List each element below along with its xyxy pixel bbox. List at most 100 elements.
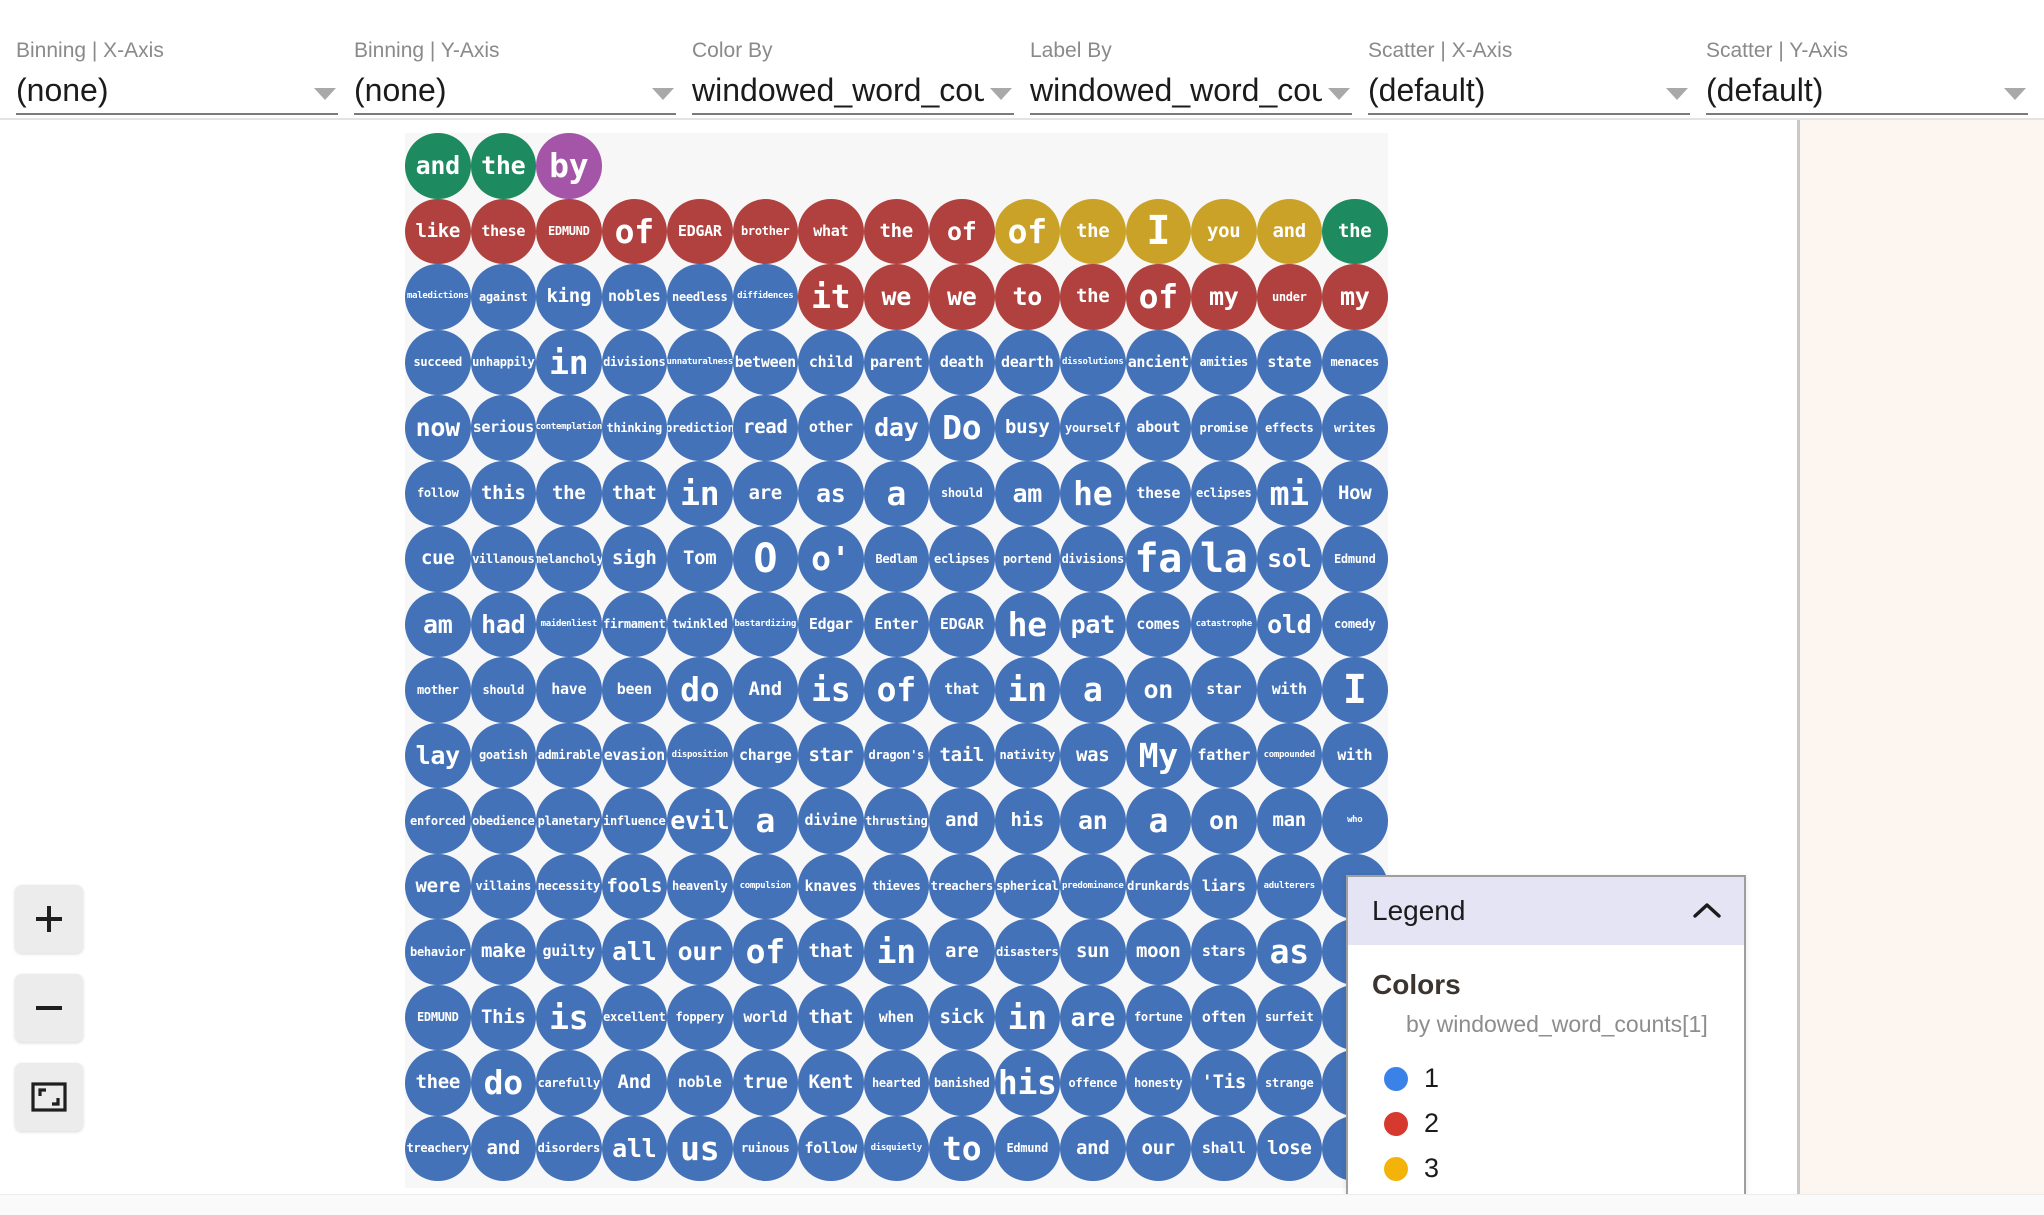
bubble-point[interactable]: do [667,657,733,723]
bubble-point[interactable]: of [929,198,995,264]
legend-item[interactable]: 2 [1384,1101,1744,1146]
bubble-point[interactable]: portend [994,526,1060,592]
bubble-point[interactable]: comedy [1322,591,1388,657]
bubble-point[interactable]: honesty [1125,1050,1191,1116]
bubble-point[interactable]: should [470,657,536,723]
binning-y-axis-select[interactable]: Binning | Y-Axis (none) [354,37,676,120]
bubble-point[interactable]: goatish [470,722,536,788]
bubble-point[interactable]: in [536,329,602,395]
bubble-point[interactable]: day [863,395,929,461]
bubble-point[interactable]: father [1191,722,1257,788]
bubble-point[interactable]: noble [667,1050,733,1116]
bubble-point[interactable]: that [601,460,667,526]
bubble-point[interactable]: fa [1125,526,1191,592]
bubble-point[interactable]: sick [929,984,995,1050]
bubble-point[interactable]: villains [470,853,536,919]
bubble-point[interactable]: are [1060,984,1126,1050]
bubble-point[interactable]: king [536,264,602,330]
bubble-point[interactable]: busy [994,395,1060,461]
legend-item[interactable]: 3 [1384,1146,1744,1191]
bubble-point[interactable]: this [470,460,536,526]
bubble-point[interactable]: all [601,1115,667,1181]
bubble-point[interactable]: and [470,1115,536,1181]
bubble-point[interactable]: ancient [1125,329,1191,395]
bubble-point[interactable]: succeed [405,329,471,395]
bubble-point[interactable]: old [1256,591,1322,657]
bubble-point[interactable]: disasters [994,919,1060,985]
bubble-point[interactable]: in [994,657,1060,723]
bubble-point[interactable]: as [798,460,864,526]
bubble-point[interactable]: you [1191,198,1257,264]
bubble-point[interactable]: writes [1322,395,1388,461]
bubble-point[interactable]: Enter [863,591,929,657]
bubble-point[interactable]: dearth [994,329,1060,395]
bubble-point[interactable]: sun [1060,919,1126,985]
bubble-point[interactable]: cue [405,526,471,592]
bubble-point[interactable]: carefully [536,1050,602,1116]
bubble-point[interactable]: guilty [536,919,602,985]
bubble-point[interactable]: the [536,460,602,526]
bubble-point[interactable]: now [405,395,471,461]
bubble-point[interactable]: on [1191,788,1257,854]
bubble-point[interactable]: maledictions [405,264,471,330]
bubble-point[interactable]: dragon's [863,722,929,788]
bubble-point[interactable]: these [470,198,536,264]
bubble-point[interactable]: treachers [929,853,995,919]
bubble-point[interactable]: thieves [863,853,929,919]
label-by-row[interactable]: windowed_word_counts[1] [1030,71,1352,115]
bubble-point[interactable]: follow [405,460,471,526]
bubble-point[interactable]: EDGAR [667,198,733,264]
bubble-point[interactable]: of [1125,264,1191,330]
binning-y-axis-row[interactable]: (none) [354,71,676,115]
bubble-point[interactable]: And [732,657,798,723]
bubble-point[interactable]: he [1060,460,1126,526]
bubble-point[interactable]: a [732,788,798,854]
bubble-point[interactable]: the [470,133,536,199]
bubble-point[interactable]: Bedlam [863,526,929,592]
zoom-fit-button[interactable] [15,1063,83,1131]
bubble-point[interactable]: we [863,264,929,330]
bubble-point[interactable]: divisions [1060,526,1126,592]
bubble-point[interactable]: predominance [1060,853,1126,919]
bubble-point[interactable]: been [601,657,667,723]
bubble-point[interactable]: O [732,526,798,592]
bubble-point[interactable]: tail [929,722,995,788]
bubble-point[interactable]: sol [1256,526,1322,592]
bubble-point[interactable]: My [1125,722,1191,788]
bubble-point[interactable]: moon [1125,919,1191,985]
bubble-point[interactable]: had [470,591,536,657]
bubble-point[interactable]: strange [1256,1050,1322,1116]
bubble-point[interactable]: And [601,1050,667,1116]
bubble-point[interactable]: on [1125,657,1191,723]
bubble-point[interactable]: as [1256,919,1322,985]
bubble-point[interactable]: a [1125,788,1191,854]
bubble-point[interactable]: state [1256,329,1322,395]
bubble-point[interactable]: are [929,919,995,985]
bubble-point[interactable]: prediction [667,395,733,461]
bubble-point[interactable]: excellent [601,984,667,1050]
bubble-point[interactable]: 'Tis [1191,1050,1257,1116]
bubble-point[interactable]: menaces [1322,329,1388,395]
bubble-point[interactable]: adulterers [1256,853,1322,919]
bubble-point[interactable]: do [470,1050,536,1116]
bubble-point[interactable]: shall [1191,1115,1257,1181]
bubble-point[interactable]: my [1191,264,1257,330]
bubble-point[interactable]: what [798,198,864,264]
bubble-point[interactable]: I [1322,657,1388,723]
bubble-point[interactable]: influence [601,788,667,854]
bubble-point[interactable]: the [1060,198,1126,264]
bubble-point[interactable]: in [994,984,1060,1050]
legend-header[interactable]: Legend [1348,877,1744,945]
bubble-point[interactable]: fortune [1125,984,1191,1050]
bubble-point[interactable]: disquietly [863,1115,929,1181]
bubble-point[interactable]: offence [1060,1050,1126,1116]
bubble-point[interactable]: often [1191,984,1257,1050]
bubble-point[interactable]: lay [405,722,471,788]
bubble-point[interactable]: hearted [863,1050,929,1116]
bubble-point[interactable]: obedience [470,788,536,854]
scatter-x-axis-select[interactable]: Scatter | X-Axis (default) [1368,37,1690,120]
bubble-point[interactable]: and [405,133,471,199]
bubble-point[interactable]: of [863,657,929,723]
bubble-point[interactable]: his [994,1050,1060,1116]
bubble-point[interactable]: firmament [601,591,667,657]
